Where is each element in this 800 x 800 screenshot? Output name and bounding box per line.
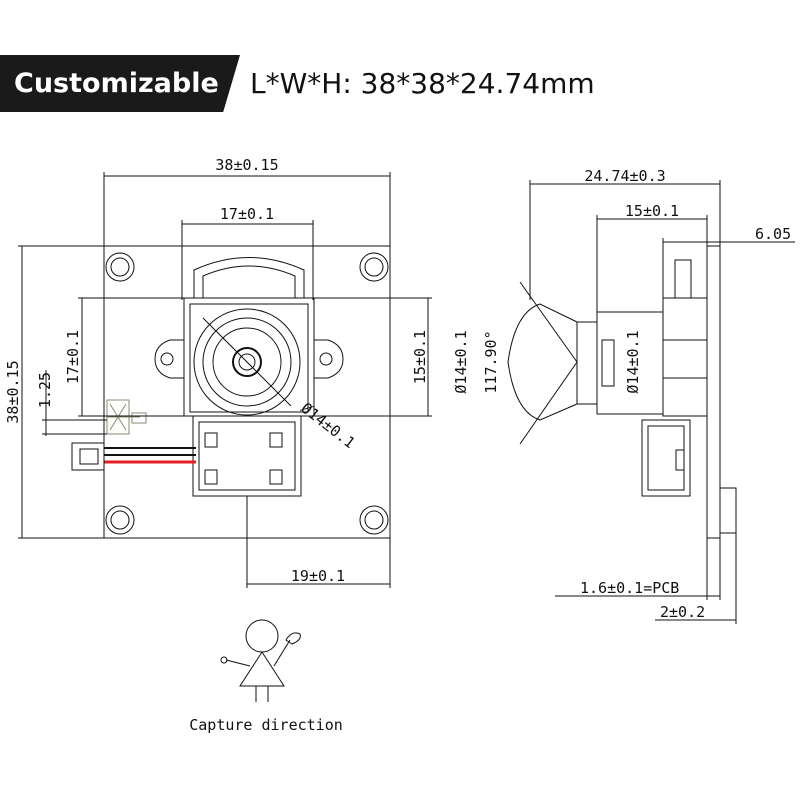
lens-width-dimension-label: 17±0.1 (220, 205, 274, 223)
diameter-left-label: Ø14±0.1 (452, 330, 470, 393)
offset-dimension-label: 1.25 (36, 372, 54, 408)
connector (192, 415, 302, 497)
mounting-hole (359, 505, 389, 535)
cable (71, 442, 196, 471)
figure-head (245, 619, 279, 653)
lens-holder (154, 257, 344, 417)
width-dimension-label: 38±0.15 (215, 156, 278, 174)
mounting-hole (359, 252, 389, 282)
lens-depth-dimension-label: 15±0.1 (625, 202, 679, 220)
figure-body (239, 651, 285, 687)
side-pcb (706, 245, 721, 539)
banner-background (0, 55, 240, 112)
side-connector (641, 419, 691, 497)
angle-label: 117.90° (482, 330, 500, 393)
front-view: 38±0.15 17±0.1 38±0.15 17±0.1 1.25 15±0.… (4, 156, 432, 588)
pcb-outline (103, 245, 391, 539)
side-view: 24.74±0.3 15±0.1 6.05 Ø14±0.1 117.90° Ø1… (452, 167, 795, 624)
side-pin (674, 259, 692, 299)
right-dimension-label: 6.05 (755, 225, 791, 243)
mounting-hole (105, 252, 135, 282)
mounting-hole (105, 505, 135, 535)
bottom-dimension-label: 19±0.1 (291, 567, 345, 585)
back-dimension-label: 2±0.2 (660, 603, 705, 621)
header-banner: Customizable (0, 55, 240, 112)
diameter-right-label: Ø14±0.1 (624, 330, 642, 393)
dimensions-heading: L*W*H: 38*38*24.74mm (250, 67, 595, 100)
pcb-dimension-label: 1.6±0.1=PCB (580, 579, 679, 597)
lens-diameter-label: Ø14±0.1 (298, 399, 359, 452)
height-dimension-label: 38±0.15 (4, 360, 22, 423)
offset-component (106, 399, 147, 435)
back-component (719, 487, 737, 534)
side-holder-body (662, 297, 708, 417)
lens (193, 308, 301, 416)
side-lens-dome (507, 303, 578, 421)
right-height-dimension-label: 15±0.1 (411, 330, 429, 384)
capture-direction-caption: Capture direction (189, 716, 343, 734)
depth-dimension-label: 24.74±0.3 (584, 167, 665, 185)
capture-direction-figure (220, 619, 301, 702)
customizable-badge: Customizable (14, 68, 219, 99)
lens-height-dimension-label: 17±0.1 (64, 330, 82, 384)
figure-hand (285, 632, 301, 645)
